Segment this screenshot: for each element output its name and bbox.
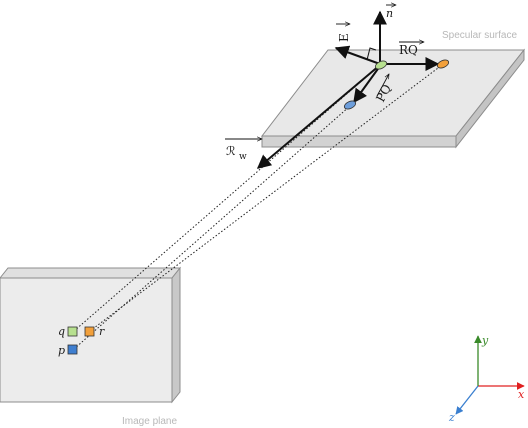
image-plane-label: Image plane bbox=[122, 416, 177, 427]
pixel-q bbox=[67, 326, 78, 337]
projection-line-q bbox=[73, 64, 381, 332]
reflected-ray-label-sub: w bbox=[239, 152, 247, 162]
image-plane-front-face bbox=[0, 277, 173, 403]
label-e-group: E bbox=[336, 24, 351, 42]
point-p-surface bbox=[343, 100, 357, 110]
pixel-p-label: p bbox=[58, 344, 65, 357]
pixel-r bbox=[84, 326, 95, 337]
surface-top-face bbox=[260, 49, 526, 137]
projection-lines bbox=[73, 64, 443, 350]
image-plane-top-face bbox=[0, 267, 182, 279]
label-rq-group: RQ bbox=[399, 42, 424, 57]
right-angle-marker bbox=[366, 47, 377, 61]
reflected-ray-label: ℛ bbox=[226, 144, 236, 158]
point-q-surface bbox=[374, 60, 388, 70]
surface-front-face bbox=[261, 135, 457, 148]
axis-z-arrow bbox=[455, 385, 479, 415]
specular-surface-label: Specular surface bbox=[442, 30, 517, 41]
surface-side-face bbox=[455, 48, 525, 149]
image-plane bbox=[0, 266, 182, 404]
label-n-group: n bbox=[386, 5, 396, 20]
point-r-surface bbox=[436, 59, 450, 69]
pixel-r-label: r bbox=[99, 325, 105, 338]
vector-e-label: E bbox=[337, 33, 351, 42]
image-plane-side-face bbox=[171, 266, 181, 404]
reflected-ray-rw bbox=[256, 64, 381, 169]
vector-rq-label: RQ bbox=[399, 43, 418, 57]
coordinate-axes: x y z bbox=[448, 334, 525, 424]
label-rw-group: ℛ w bbox=[225, 139, 262, 162]
vector-pq-arrow bbox=[353, 65, 381, 104]
normal-n-label: n bbox=[386, 7, 393, 20]
axis-x-label: x bbox=[518, 388, 525, 401]
axis-z-label: z bbox=[448, 411, 455, 424]
projection-line-r bbox=[89, 64, 443, 332]
specular-surface bbox=[260, 48, 526, 149]
axis-y-label: y bbox=[481, 334, 489, 347]
pixel-p bbox=[67, 344, 78, 355]
vector-e-arrow bbox=[334, 45, 381, 65]
pixel-q-label: q bbox=[58, 325, 65, 338]
